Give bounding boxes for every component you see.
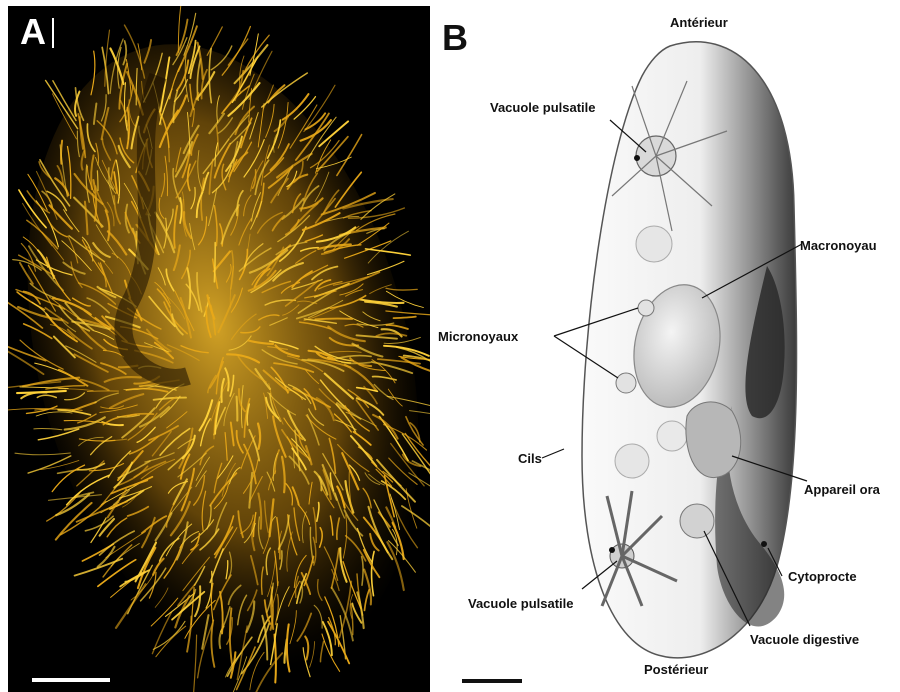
food-vacuole <box>615 444 649 478</box>
scale-bar-a <box>32 678 110 682</box>
cilium-strand <box>194 635 197 692</box>
food-vacuole <box>657 421 687 451</box>
cilium-strand <box>237 397 238 421</box>
cilium-strand <box>214 243 215 282</box>
ciliated-cell-image <box>8 6 430 692</box>
cilium-strand <box>337 135 362 176</box>
cytoproct-pore <box>761 541 767 547</box>
label-macronucleus: Macronoyau <box>800 238 877 253</box>
cilium-strand <box>207 27 222 55</box>
micronucleus <box>638 300 654 316</box>
cilium-strand <box>250 34 258 76</box>
cilium-strand <box>315 319 352 320</box>
cilium-strand <box>53 81 76 121</box>
panel-b-diagram: B Antérieur Vacuole pulsatile Macronoyau… <box>432 6 900 692</box>
label-pulsatile-vacuole-top: Vacuole pulsatile <box>490 100 596 115</box>
text-cursor <box>52 18 54 48</box>
cilium-strand <box>152 612 171 654</box>
panel-a-micrograph: A <box>8 6 430 692</box>
food-vacuole <box>636 226 672 262</box>
cilium-strand <box>116 584 146 628</box>
cilium-strand <box>244 35 269 73</box>
panel-b-letter: B <box>442 20 468 56</box>
label-pulsatile-vacuole-bottom: Vacuole pulsatile <box>468 596 574 611</box>
digestive-vacuole <box>680 504 714 538</box>
label-cytoproct: Cytoprocte <box>788 569 857 584</box>
label-oral-apparatus: Appareil ora <box>804 482 880 497</box>
label-cilia: Cils <box>518 451 542 466</box>
scale-bar-b <box>462 679 522 683</box>
panel-a-letter: A <box>20 14 46 50</box>
cilium-strand <box>97 171 98 191</box>
cilium-strand <box>56 503 92 540</box>
label-posterior: Postérieur <box>644 662 708 677</box>
micronucleus <box>616 373 636 393</box>
label-anterior: Antérieur <box>670 15 728 30</box>
label-micronuclei: Micronoyaux <box>438 329 518 344</box>
label-digestive-vacuole: Vacuole digestive <box>750 632 859 647</box>
